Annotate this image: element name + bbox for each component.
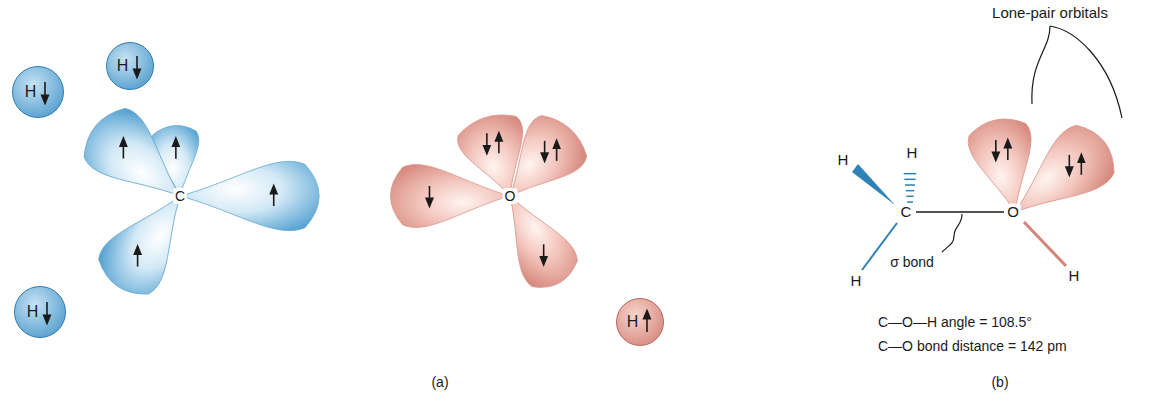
hashed-bond <box>906 196 913 198</box>
spin-arrow-line <box>44 82 46 100</box>
atom-circle: H <box>106 42 154 90</box>
atom-symbol: C <box>901 203 912 220</box>
atom-symbol: H <box>1069 267 1080 284</box>
hashed-bond <box>904 179 915 181</box>
atom-circle: H <box>616 298 664 346</box>
atom-symbol: H <box>25 84 37 100</box>
atom-symbol: O <box>1005 203 1021 220</box>
lobe-shape <box>995 116 1125 238</box>
atom-symbol: H <box>27 304 39 320</box>
atom-symbol: H <box>907 144 918 161</box>
leader-line <box>1050 26 1122 118</box>
spin-arrow <box>543 244 545 261</box>
spin-arrow <box>41 299 53 325</box>
panel-label: (a) <box>431 374 448 390</box>
spin-arrow-line <box>646 314 648 332</box>
wedge-bond <box>852 164 895 205</box>
lobe-shape <box>485 182 584 297</box>
atom-symbol: H <box>117 58 129 74</box>
leader-line <box>1032 26 1050 104</box>
atom-symbol: C <box>173 188 187 204</box>
spin-arrow <box>123 141 125 158</box>
atom-symbol: H <box>838 151 849 168</box>
spin-arrow <box>498 136 500 153</box>
spin-arrow <box>175 142 177 159</box>
orbital-lobe <box>485 107 595 218</box>
measurement-note: C—O—H angle = 108.5° <box>878 314 1032 330</box>
spin-arrow-line <box>46 302 48 320</box>
leader-line <box>942 214 962 252</box>
atom-symbol: H <box>851 272 862 289</box>
spin-arrow <box>131 53 143 79</box>
spin-arrow <box>641 309 653 335</box>
bond-label: σ bond <box>890 254 934 270</box>
oh-bond-line <box>1024 222 1066 266</box>
orbital-lobe <box>485 182 584 297</box>
lobe-shape <box>485 107 595 218</box>
spin-arrow <box>137 250 139 267</box>
atom-circle: H <box>14 286 66 338</box>
callout-label: Lone-pair orbitals <box>992 4 1108 21</box>
orbital-lobe <box>74 99 203 223</box>
atom-symbol: O <box>503 188 518 204</box>
spin-arrow <box>1081 158 1083 175</box>
panel-label: (b) <box>991 374 1008 390</box>
spin-arrow <box>429 186 431 203</box>
atom-circle: H <box>12 66 64 118</box>
lobe-shape <box>180 161 319 230</box>
lobe-shape <box>74 99 203 223</box>
sigma-bond-line <box>916 211 1004 213</box>
orbital-lobe <box>995 116 1125 238</box>
hashed-bond <box>904 173 917 175</box>
spin-arrow <box>273 189 275 206</box>
spin-arrow <box>486 133 488 150</box>
orbital-lobe <box>180 161 319 230</box>
hashed-bond <box>905 184 915 186</box>
atom-symbol: H <box>627 314 639 330</box>
spin-arrow-line <box>136 56 138 74</box>
spin-arrow <box>39 79 51 105</box>
spin-arrow <box>1069 155 1071 172</box>
hashed-bond <box>907 201 913 203</box>
spin-arrow <box>556 144 558 161</box>
spin-arrow <box>544 141 546 158</box>
spin-arrow <box>1007 143 1009 160</box>
spin-arrow <box>995 140 997 157</box>
hashed-bond <box>906 190 915 192</box>
measurement-note: C—O bond distance = 142 pm <box>878 338 1067 354</box>
